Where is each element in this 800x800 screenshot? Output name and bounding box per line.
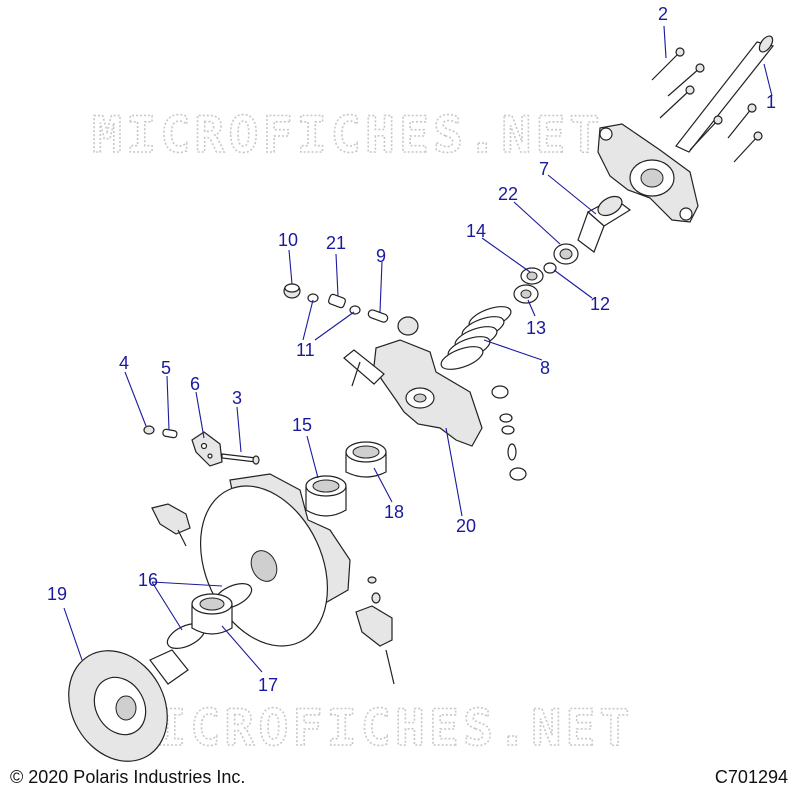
- part-roller: [397, 316, 419, 336]
- callout-13: 13: [526, 318, 546, 338]
- part-cap-10: [283, 283, 301, 299]
- part-spring: [440, 306, 512, 370]
- callout-3: 3: [232, 388, 242, 408]
- callout-11: 11: [296, 340, 315, 360]
- part-small-bolts: [651, 47, 763, 163]
- callout-18: 18: [384, 502, 404, 522]
- part-ring-12: [543, 262, 557, 274]
- callout-7: 7: [539, 159, 549, 179]
- callout-14: 14: [466, 221, 486, 241]
- callout-1: 1: [766, 92, 776, 112]
- callout-19: 19: [47, 584, 67, 604]
- callout-5: 5: [161, 358, 171, 378]
- part-washer-13: [513, 284, 539, 304]
- watermark-top: MICROFICHES.NET: [92, 106, 604, 164]
- part-oring-11b: [349, 305, 361, 315]
- part-pin-5: [162, 428, 178, 439]
- part-small-stack: [491, 385, 527, 481]
- part-sleeve: [577, 195, 632, 253]
- callout-15: 15: [292, 415, 312, 435]
- callout-9: 9: [376, 246, 386, 266]
- part-pin-9: [367, 309, 389, 323]
- part-bushing-22: [553, 243, 579, 265]
- part-weight-6: [191, 431, 223, 467]
- callout-10: 10: [278, 230, 298, 250]
- callout-21: 21: [326, 233, 346, 253]
- part-bushing-15: [305, 475, 347, 517]
- callout-4: 4: [119, 353, 129, 373]
- callout-22: 22: [498, 184, 518, 204]
- copyright-notice: © 2020 Polaris Industries Inc.: [10, 767, 246, 787]
- part-roller-arm: [151, 503, 191, 547]
- part-nut-4: [143, 425, 155, 435]
- callout-2: 2: [658, 4, 668, 24]
- part-fixed-sheave: [68, 649, 189, 762]
- part-bushing-18: [345, 441, 387, 478]
- part-cover-plate: [597, 123, 699, 223]
- callout-17: 17: [258, 675, 278, 695]
- part-bolt-long: [675, 35, 775, 153]
- callout-12: 12: [590, 294, 610, 314]
- part-pin-3: [221, 453, 260, 465]
- watermark-bottom: MICROFICHES.NET: [122, 699, 634, 757]
- callout-6: 6: [190, 374, 200, 394]
- callout-16: 16: [138, 570, 158, 590]
- part-bushing-17: [191, 593, 233, 635]
- part-washer-14: [520, 267, 544, 285]
- part-sleeve-21: [328, 293, 346, 309]
- part-weight-lower: [355, 576, 395, 685]
- drawing-number: C701294: [714, 767, 788, 787]
- leader-lines: [63, 25, 773, 673]
- callout-20: 20: [456, 516, 476, 536]
- callout-8: 8: [540, 358, 550, 378]
- part-spider: [343, 339, 483, 447]
